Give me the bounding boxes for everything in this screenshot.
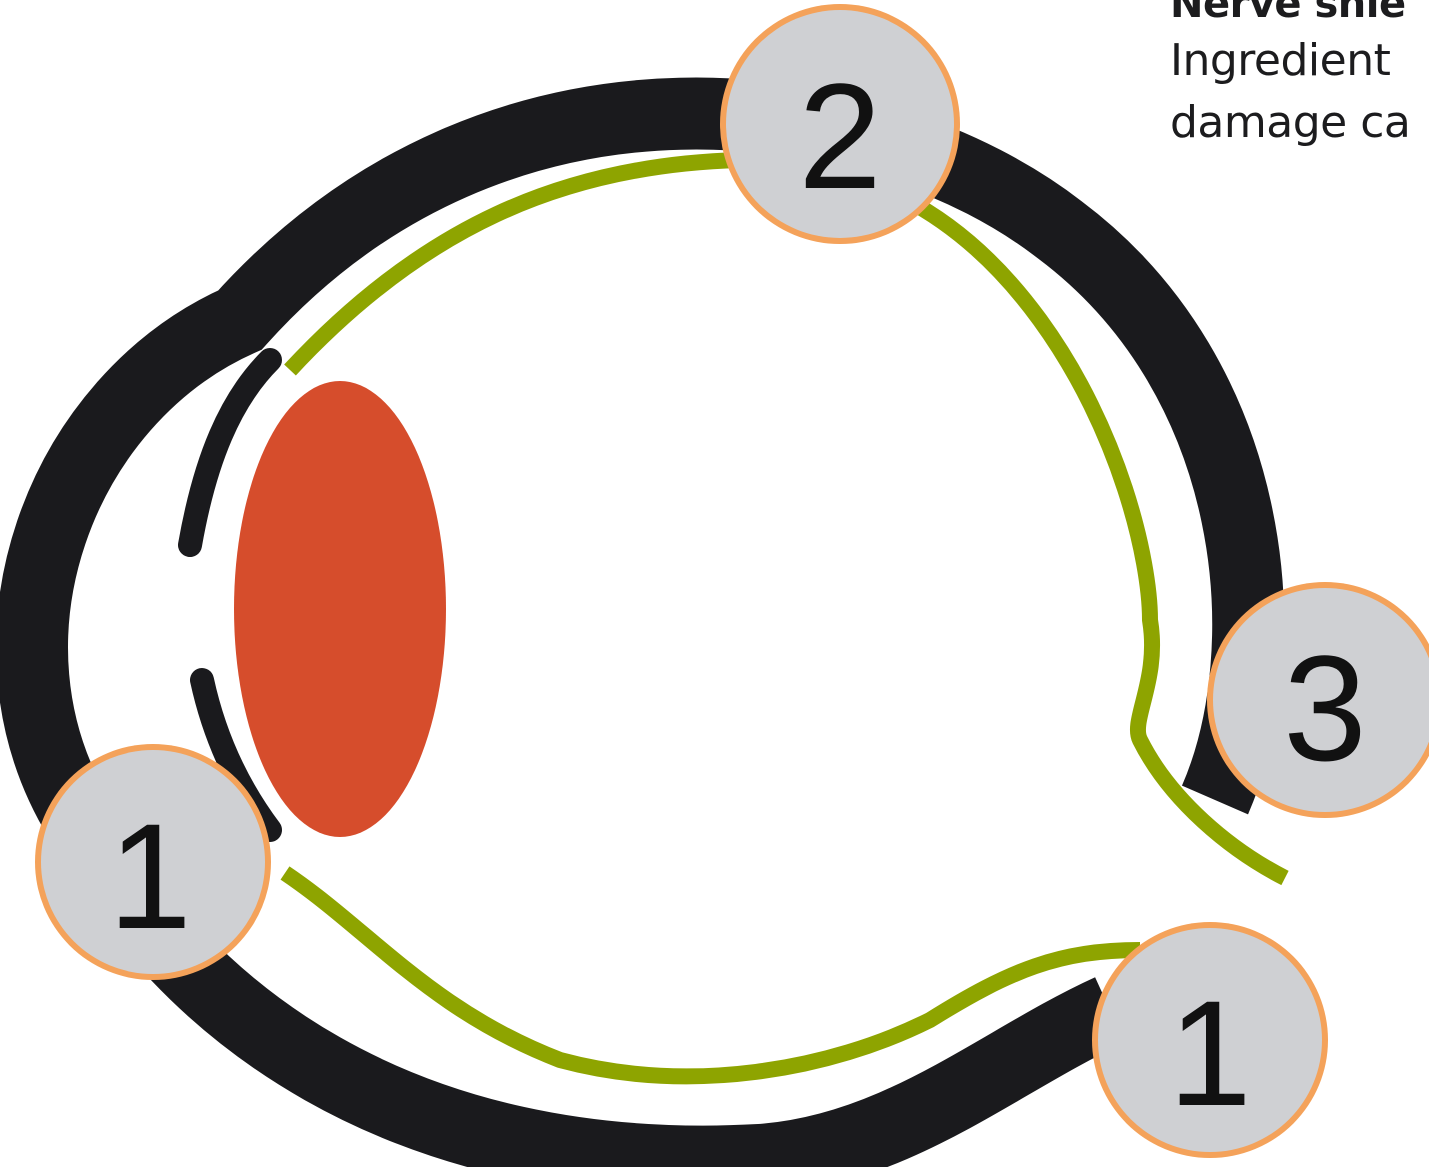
marker-1-front[interactable]: 1 <box>35 744 271 980</box>
marker-label: 3 <box>1283 624 1366 792</box>
marker-2-top[interactable]: 2 <box>720 4 960 244</box>
caption-title: Nerve shie <box>1170 0 1429 30</box>
marker-label: 1 <box>108 792 191 960</box>
marker-label: 2 <box>798 52 881 220</box>
sclera-wall <box>32 114 1248 1162</box>
caption-block: Nerve shie Ingredient damage ca <box>1170 0 1429 154</box>
caption-line-2: damage ca <box>1170 92 1429 154</box>
caption-line-1: Ingredient <box>1170 30 1429 92</box>
lens <box>234 381 446 837</box>
marker-1-bottom[interactable]: 1 <box>1092 922 1328 1158</box>
marker-label: 1 <box>1168 969 1251 1137</box>
